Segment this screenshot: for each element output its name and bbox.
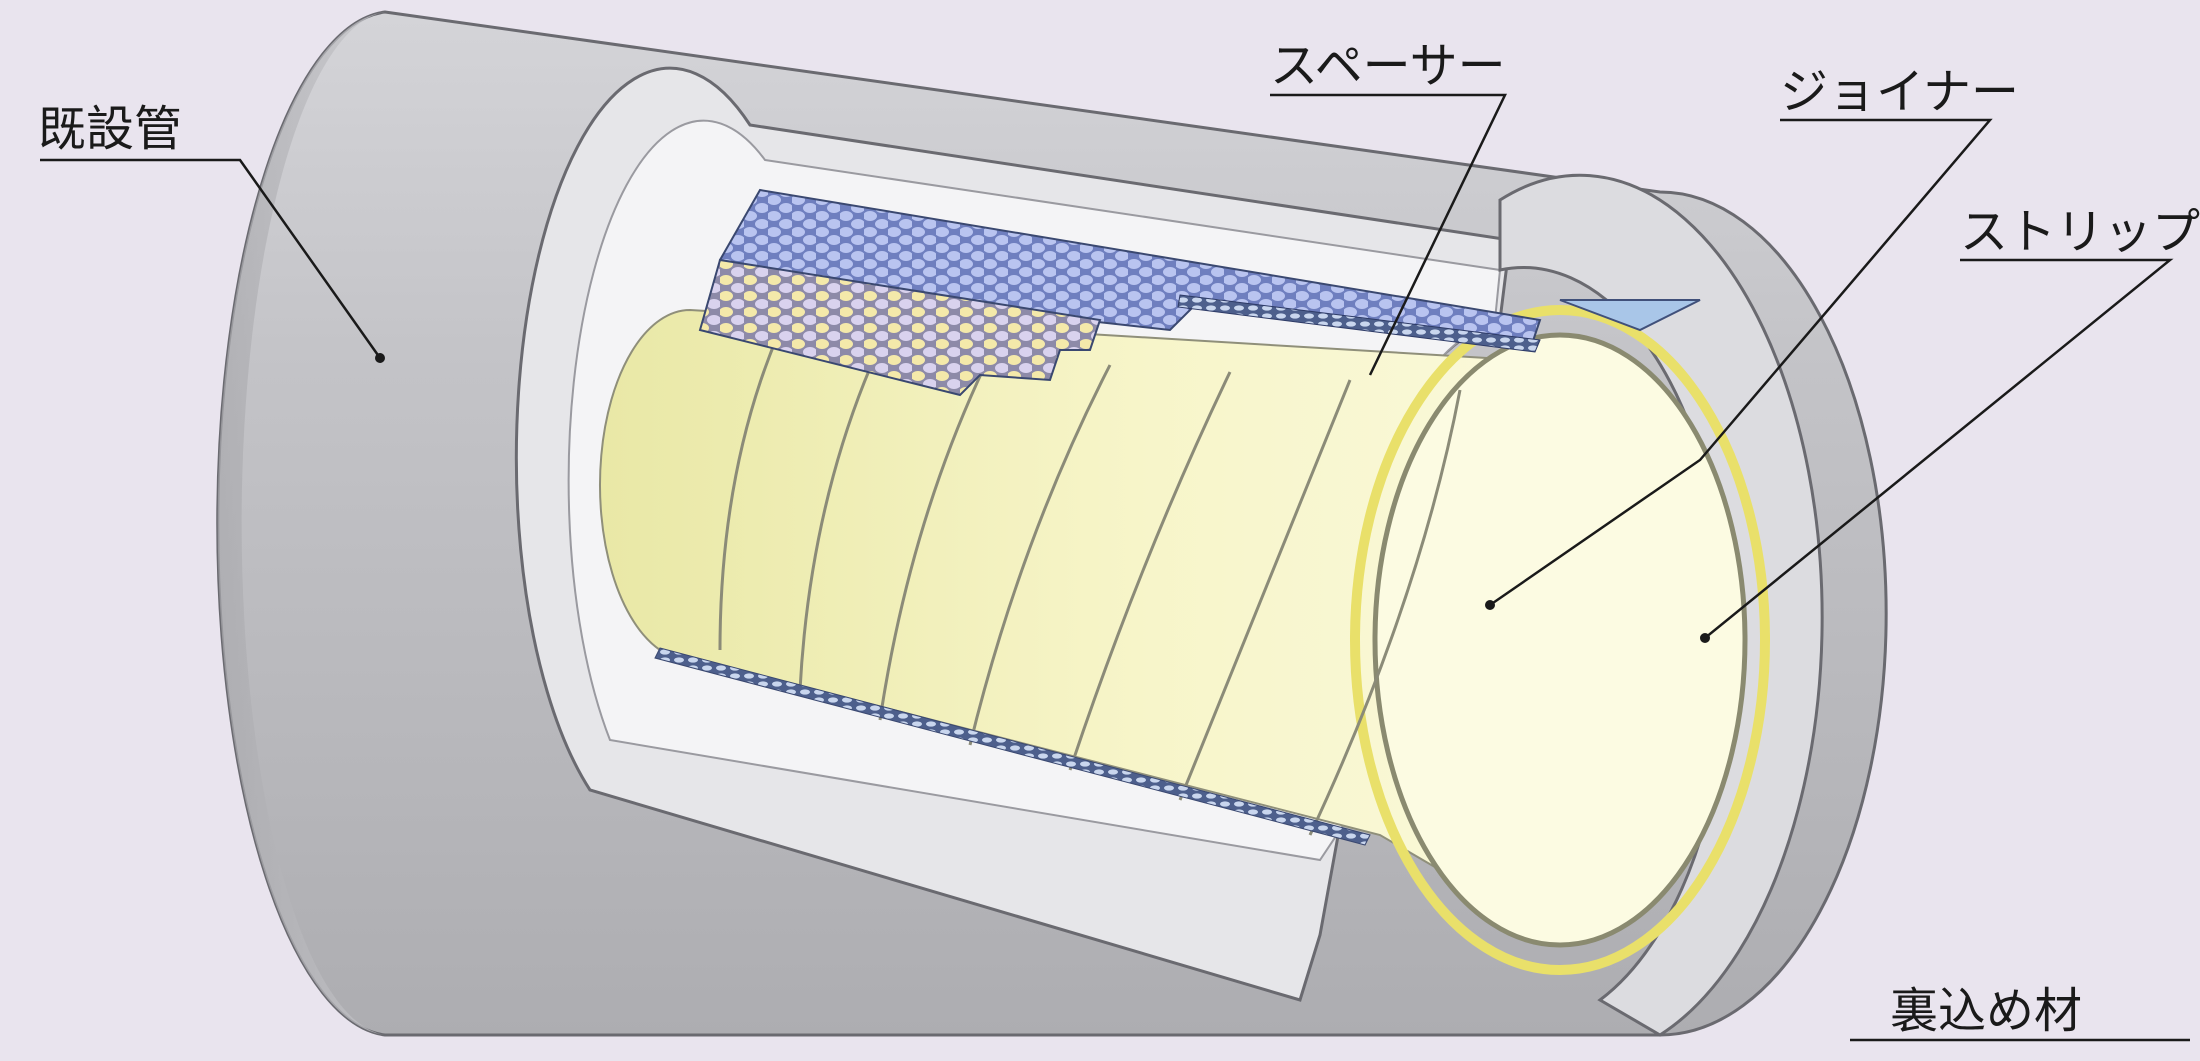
anchor-strip <box>1700 633 1710 643</box>
leader-joiner <box>1489 118 1993 607</box>
leader-anchors <box>375 353 1710 643</box>
bottom-strip-band <box>654 647 1371 846</box>
lining-end-opening <box>1372 332 1748 948</box>
anchor-existing-pipe <box>375 353 385 363</box>
joiner-tip <box>1559 299 1701 332</box>
label-existing-pipe: 既設管 <box>38 101 182 157</box>
leader-strip <box>1704 258 2174 639</box>
anchor-joiner <box>1485 600 1495 610</box>
backfill-ring <box>1350 305 1770 975</box>
leader-spacer <box>1270 93 1507 376</box>
spacer-layer-lower <box>698 258 1102 397</box>
leader-existing-pipe <box>40 158 382 359</box>
lining-interior <box>598 305 1770 975</box>
spacer-layers <box>698 188 1701 397</box>
label-joiner: ジョイナー <box>1780 64 2019 120</box>
existing-pipe-end-shade <box>217 12 385 1035</box>
spiral-seams <box>718 329 1462 836</box>
leader-lines <box>40 93 2190 1042</box>
label-spacer: スペーサー <box>1270 38 1506 94</box>
label-strip: ストリップ <box>1960 204 2200 260</box>
label-backfill: 裏込め材 <box>1890 983 2082 1039</box>
joiner-strip <box>1177 294 1541 353</box>
